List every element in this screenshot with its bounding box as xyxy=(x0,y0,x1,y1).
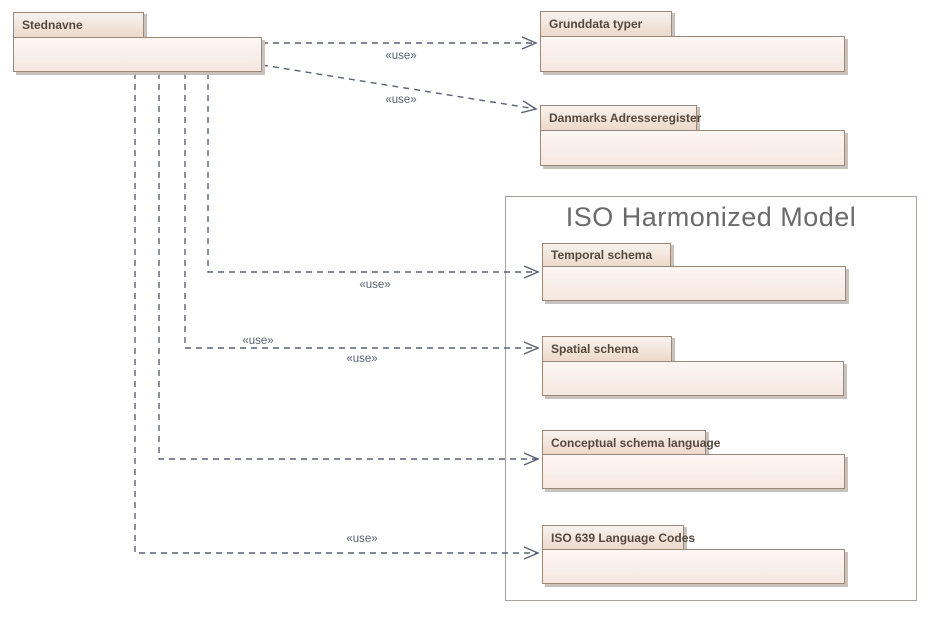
package-stednavne-body xyxy=(13,37,262,72)
connector-use-temporal[interactable] xyxy=(207,73,540,279)
use-label-temporal: «use» xyxy=(359,279,391,291)
package-label: Grunddata typer xyxy=(549,17,643,31)
package-danmarks-adresseregister[interactable]: Danmarks Adresseregister xyxy=(540,105,845,166)
package-stednavne-tab: Stednavne xyxy=(13,12,144,38)
package-grunddata-typer-tab: Grunddata typer xyxy=(540,11,672,37)
use-label-spatial-a: «use» xyxy=(242,335,274,347)
use-label-iso639: «use» xyxy=(346,533,378,545)
package-stednavne[interactable]: Stednavne xyxy=(13,12,262,72)
package-label: Stednavne xyxy=(22,18,83,32)
package-label: Spatial schema xyxy=(551,342,639,356)
use-label-spatial-b: «use» xyxy=(346,353,378,365)
package-label: Conceptual schema language xyxy=(551,435,721,450)
package-label: ISO 639 Language Codes xyxy=(551,530,696,545)
package-conceptual-schema-language[interactable]: Conceptual schema language xyxy=(542,430,845,489)
use-label-grunddata: «use» xyxy=(385,50,417,62)
use-label-danmarks: «use» xyxy=(385,94,417,106)
package-grunddata-typer[interactable]: Grunddata typer xyxy=(540,11,845,72)
boundary-title: ISO Harmonized Model xyxy=(565,202,857,232)
connector-use-danmarks[interactable] xyxy=(261,64,538,114)
package-temporal-schema[interactable]: Temporal schema xyxy=(542,243,846,301)
package-temporal-schema-body xyxy=(542,266,846,301)
package-temporal-schema-tab: Temporal schema xyxy=(542,243,671,267)
package-danmarks-adresseregister-body xyxy=(540,130,845,166)
package-spatial-schema-tab: Spatial schema xyxy=(542,336,672,362)
connector-use-conceptual[interactable] xyxy=(158,73,540,466)
package-iso-639-language-codes[interactable]: ISO 639 Language Codes xyxy=(542,525,845,584)
package-spatial-schema-body xyxy=(542,361,844,396)
package-iso-639-language-codes-tab: ISO 639 Language Codes xyxy=(542,525,695,550)
connector-use-iso639[interactable] xyxy=(134,73,540,560)
package-spatial-schema[interactable]: Spatial schema xyxy=(542,336,844,396)
connector-use-spatial[interactable] xyxy=(184,73,540,355)
package-danmarks-adresseregister-tab: Danmarks Adresseregister xyxy=(540,105,701,131)
package-label: Danmarks Adresseregister xyxy=(549,111,702,125)
package-grunddata-typer-body xyxy=(540,36,845,72)
package-iso-639-language-codes-body xyxy=(542,549,845,584)
package-conceptual-schema-language-tab: Conceptual schema language xyxy=(542,430,720,455)
package-conceptual-schema-language-body xyxy=(542,454,845,489)
package-label: Temporal schema xyxy=(551,248,653,262)
